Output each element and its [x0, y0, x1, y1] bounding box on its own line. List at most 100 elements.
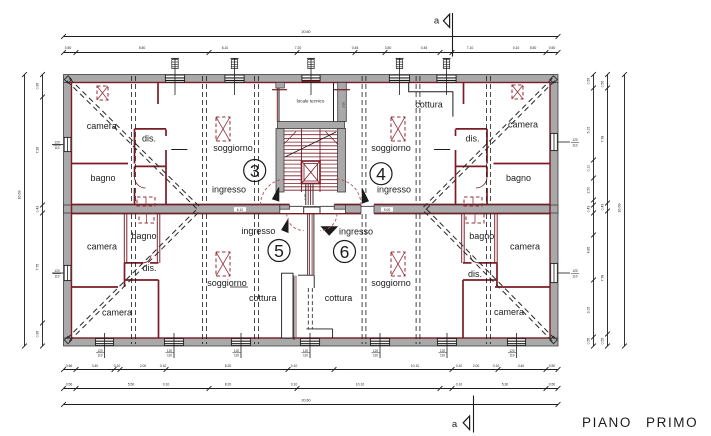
svg-text:3.40: 3.40 [518, 364, 525, 368]
svg-text:dis.: dis. [465, 134, 479, 144]
svg-text:ingresso: ingresso [212, 185, 246, 195]
svg-text:120: 120 [440, 349, 446, 353]
svg-text:8.20: 8.20 [225, 364, 232, 368]
svg-text:120: 120 [373, 349, 379, 353]
svg-text:120: 120 [509, 349, 515, 353]
svg-text:10.10: 10.10 [411, 364, 420, 368]
svg-text:5: 5 [274, 241, 284, 261]
svg-text:ingresso: ingresso [241, 226, 275, 236]
svg-text:0.10: 0.10 [291, 382, 298, 386]
svg-text:0.10: 0.10 [114, 364, 121, 368]
svg-text:bagno: bagno [131, 231, 156, 241]
svg-text:6.10: 6.10 [237, 208, 244, 212]
svg-text:4.85: 4.85 [587, 247, 591, 254]
svg-text:0.50: 0.50 [65, 46, 72, 50]
svg-text:soggiorno: soggiorno [207, 278, 247, 288]
svg-text:10.10: 10.10 [356, 382, 365, 386]
svg-text:0.56: 0.56 [66, 364, 73, 368]
svg-text:20.60: 20.60 [302, 398, 311, 402]
svg-text:120: 120 [572, 269, 578, 273]
svg-text:a: a [452, 419, 458, 430]
svg-text:2.05: 2.05 [342, 102, 346, 108]
svg-text:soggiorno: soggiorno [371, 143, 411, 153]
svg-text:2.00: 2.00 [473, 364, 480, 368]
svg-text:PRIMO: PRIMO [646, 415, 698, 430]
svg-text:0.10: 0.10 [587, 165, 591, 172]
svg-text:110: 110 [572, 275, 577, 279]
svg-text:dis.: dis. [468, 269, 482, 279]
svg-text:7.78: 7.78 [601, 275, 605, 282]
svg-text:locale tecnico: locale tecnico [297, 99, 325, 104]
svg-text:110: 110 [509, 354, 514, 358]
svg-text:7.26: 7.26 [36, 147, 40, 154]
svg-text:camera: camera [510, 242, 540, 252]
svg-text:110: 110 [167, 354, 172, 358]
svg-text:3.05: 3.05 [587, 307, 591, 314]
svg-text:5.50: 5.50 [530, 46, 537, 50]
svg-text:120: 120 [54, 269, 60, 273]
svg-text:0.10: 0.10 [456, 364, 463, 368]
svg-text:cottura: cottura [249, 293, 277, 303]
svg-text:camera: camera [494, 307, 524, 317]
svg-text:5.15: 5.15 [587, 127, 591, 134]
svg-text:0.10: 0.10 [160, 364, 167, 368]
svg-text:120: 120 [167, 349, 173, 353]
svg-text:0.95: 0.95 [36, 83, 40, 90]
svg-text:5.50: 5.50 [128, 382, 135, 386]
svg-text:1.10: 1.10 [303, 194, 307, 200]
svg-text:a: a [434, 16, 440, 27]
svg-text:bagno: bagno [506, 173, 531, 183]
svg-text:9.00: 9.00 [384, 208, 391, 212]
svg-text:0.10: 0.10 [291, 364, 298, 368]
svg-text:6: 6 [340, 242, 350, 262]
svg-text:camera: camera [87, 242, 117, 252]
svg-text:0.55: 0.55 [587, 78, 591, 85]
svg-text:2.00: 2.00 [140, 364, 147, 368]
svg-text:0.10: 0.10 [513, 46, 520, 50]
svg-text:120: 120 [234, 349, 240, 353]
svg-text:7.10: 7.10 [467, 46, 474, 50]
svg-text:16.69: 16.69 [618, 204, 622, 213]
svg-text:0.10: 0.10 [163, 382, 170, 386]
svg-text:0.43: 0.43 [36, 206, 40, 213]
svg-text:120: 120 [54, 141, 60, 145]
svg-text:3: 3 [250, 161, 260, 181]
svg-text:0.50: 0.50 [549, 382, 556, 386]
svg-text:110: 110 [97, 354, 102, 358]
svg-text:4: 4 [376, 164, 386, 184]
svg-text:0.55: 0.55 [587, 338, 591, 345]
svg-text:8.20: 8.20 [225, 382, 232, 386]
svg-text:110: 110 [234, 354, 239, 358]
svg-text:camera: camera [508, 120, 538, 130]
svg-text:5.30: 5.30 [502, 382, 509, 386]
svg-text:0.43: 0.43 [587, 206, 591, 213]
svg-text:cottura: cottura [415, 100, 443, 110]
svg-text:ingresso: ingresso [339, 227, 373, 237]
svg-text:cottura: cottura [325, 293, 353, 303]
svg-text:camera: camera [87, 121, 117, 131]
svg-text:soggiorno: soggiorno [371, 278, 411, 288]
svg-text:0.56: 0.56 [66, 382, 73, 386]
svg-text:110: 110 [572, 144, 577, 148]
svg-text:bagno: bagno [469, 231, 494, 241]
svg-text:120: 120 [572, 138, 578, 142]
svg-text:6.10: 6.10 [222, 46, 229, 50]
svg-text:16.69: 16.69 [18, 191, 22, 200]
svg-text:0.50: 0.50 [549, 364, 556, 368]
svg-text:dis.: dis. [142, 134, 156, 144]
svg-text:5.50: 5.50 [139, 46, 146, 50]
svg-text:3.40: 3.40 [92, 364, 99, 368]
svg-text:0.45: 0.45 [421, 46, 428, 50]
svg-text:7.75: 7.75 [36, 264, 40, 271]
svg-text:bagno: bagno [90, 173, 115, 183]
svg-text:camera: camera [102, 308, 132, 318]
svg-text:PIANO: PIANO [582, 415, 632, 430]
svg-text:110: 110 [440, 354, 445, 358]
svg-text:0.43: 0.43 [601, 204, 605, 211]
svg-text:20.60: 20.60 [302, 30, 311, 34]
svg-text:ingresso: ingresso [377, 185, 411, 195]
svg-text:0.95: 0.95 [36, 331, 40, 338]
svg-text:110: 110 [373, 354, 378, 358]
svg-text:0.55: 0.55 [601, 81, 605, 88]
svg-text:120: 120 [303, 349, 309, 353]
